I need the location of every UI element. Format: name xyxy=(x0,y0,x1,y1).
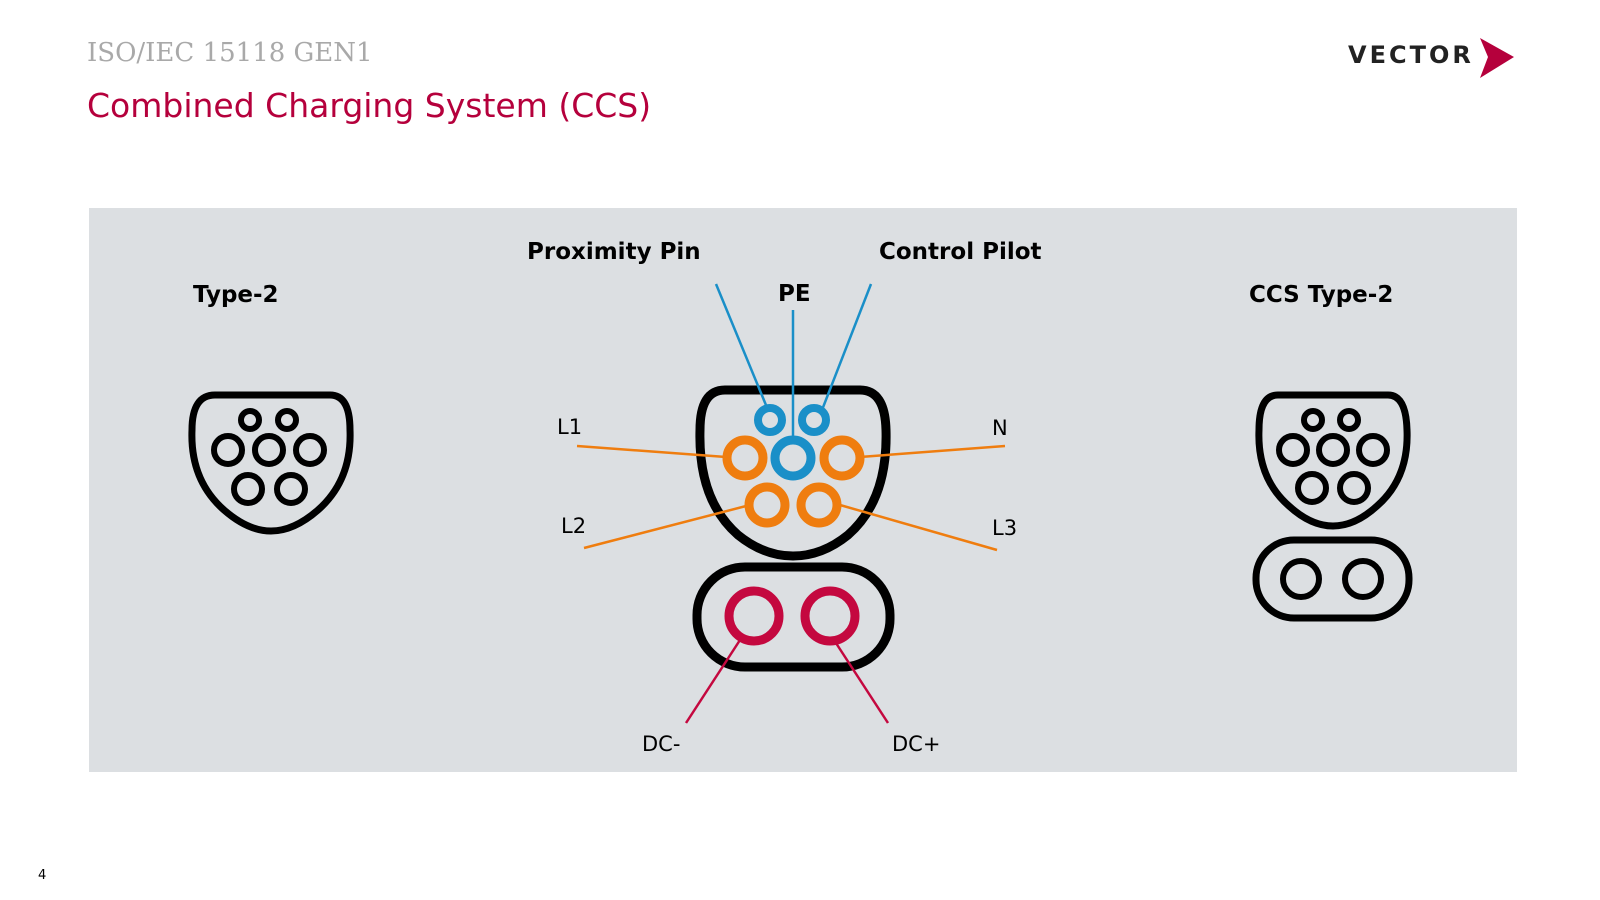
type2-pin xyxy=(231,472,265,506)
dc-minus-label: DC- xyxy=(642,732,681,756)
page-title: Combined Charging System (CCS) xyxy=(87,86,652,125)
l1-pin xyxy=(722,435,768,481)
type2-pin xyxy=(238,408,262,432)
ccs-type2-label: CCS Type-2 xyxy=(1249,282,1394,308)
ccs-type2-pin xyxy=(1295,471,1329,505)
type2-pin xyxy=(211,433,245,467)
type2-pin xyxy=(293,433,327,467)
type2-housing-outline xyxy=(188,391,354,535)
logo-chevron-icon xyxy=(1480,38,1514,78)
type2-connector xyxy=(188,391,354,535)
ccs-center-connector xyxy=(576,283,1006,724)
ccs-type2-pin xyxy=(1337,408,1361,432)
ccs-type2-pin xyxy=(1316,433,1350,467)
logo-text: VECTOR xyxy=(1348,41,1474,69)
type2-pin xyxy=(274,472,308,506)
l2-pin xyxy=(744,482,790,528)
ccs-dc-housing-outline xyxy=(692,562,895,672)
header-subtitle: ISO/IEC 15118 GEN1 xyxy=(87,38,373,68)
ccs-type2-dc-pin xyxy=(1280,558,1322,600)
control-pilot-pin xyxy=(798,404,830,436)
ccs-type2-upper-outline xyxy=(1255,391,1411,530)
proximity-pin xyxy=(754,404,786,436)
ccs-upper-housing-outline xyxy=(695,385,891,561)
proximity-pin-label: Proximity Pin xyxy=(527,239,701,265)
ccs-type2-pin xyxy=(1337,471,1371,505)
n-pin xyxy=(819,435,865,481)
page-number: 4 xyxy=(38,868,47,883)
pe-label: PE xyxy=(778,281,811,307)
dc-plus-label: DC+ xyxy=(892,732,941,756)
type2-pin xyxy=(252,433,286,467)
dc-plus-pin xyxy=(800,586,860,646)
l1-label: L1 xyxy=(557,415,583,439)
ccs-type2-pin xyxy=(1301,408,1325,432)
l3-label: L3 xyxy=(992,516,1018,540)
n-label: N xyxy=(992,416,1008,440)
type2-pin xyxy=(275,408,299,432)
l3-pin xyxy=(796,482,842,528)
ccs-type2-connector xyxy=(1252,391,1413,622)
l2-label: L2 xyxy=(561,514,587,538)
control-pilot-label: Control Pilot xyxy=(879,239,1042,265)
ccs-type2-dc-outline xyxy=(1252,536,1413,622)
dc-minus-pin xyxy=(724,586,784,646)
vector-logo: VECTOR xyxy=(1348,36,1538,82)
ccs-type2-dc-pin xyxy=(1342,558,1384,600)
ccs-type2-pin xyxy=(1356,433,1390,467)
pe-pin xyxy=(770,435,816,481)
ccs-type2-pin xyxy=(1276,433,1310,467)
type2-label: Type-2 xyxy=(193,282,279,308)
